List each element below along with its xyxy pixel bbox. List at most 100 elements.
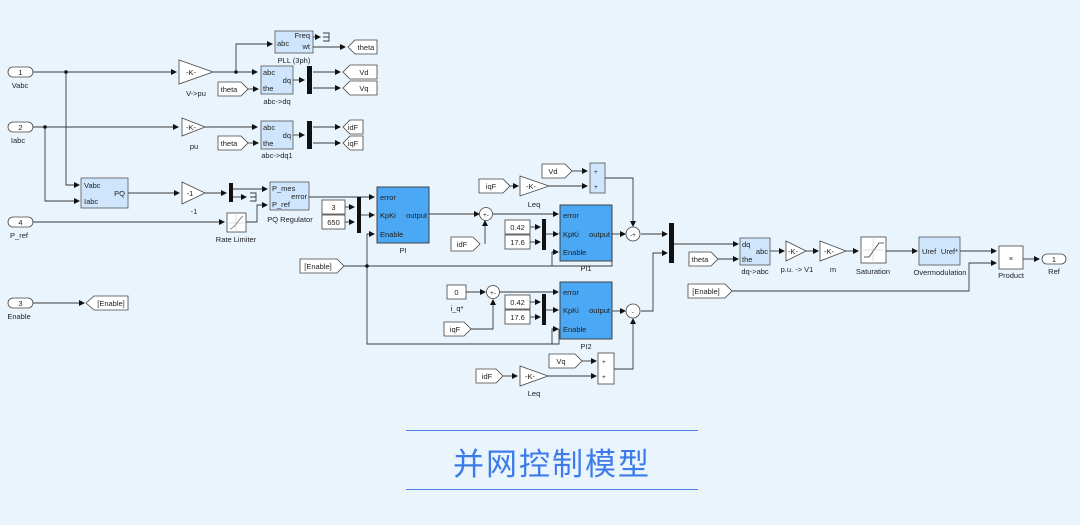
from-theta-2[interactable]: theta — [217, 135, 249, 151]
product-block[interactable]: × Product — [998, 245, 1025, 280]
abc-to-dq1-block[interactable]: abc the dq abc->dq1 — [260, 120, 294, 160]
inport-p-ref[interactable]: 4 P_ref — [7, 216, 34, 240]
constant-ki-pi2[interactable]: 17.6 — [504, 309, 531, 325]
svg-text:theta: theta — [692, 255, 710, 264]
from-vd[interactable]: Vd — [541, 163, 573, 179]
svg-text:-K-: -K- — [824, 247, 835, 256]
gain-pu-to-v1[interactable]: -K- p.u. -> V1 — [781, 240, 814, 274]
constant-iq-ref[interactable]: 0 i_q* — [446, 284, 467, 313]
svg-text:-K-: -K- — [525, 372, 536, 381]
saturation-block[interactable]: Saturation — [856, 236, 890, 276]
goto-vq[interactable]: Vq — [342, 80, 378, 96]
from-enable-2[interactable]: [Enable] — [687, 283, 733, 299]
mux-bars — [229, 66, 674, 325]
sum-iq-error[interactable]: +- — [486, 285, 500, 299]
pi2-block[interactable]: error KpKi Enable output PI2 — [559, 281, 613, 351]
from-vq[interactable]: Vq — [548, 353, 583, 369]
outport-ref[interactable]: 1 Ref — [1041, 253, 1067, 276]
from-iqf-1[interactable]: iqF — [478, 178, 511, 194]
svg-text:650: 650 — [327, 218, 340, 227]
rate-limiter-block[interactable]: Rate Limiter — [216, 212, 257, 244]
goto-enable[interactable]: [Enable] — [85, 295, 129, 311]
constant-ki-pi[interactable]: 650 — [321, 214, 346, 230]
from-theta-3[interactable]: theta — [688, 251, 719, 267]
svg-text:Uref: Uref — [922, 247, 937, 256]
svg-text:abc: abc — [263, 123, 275, 132]
pq-block[interactable]: Vabc Iabc PQ — [80, 177, 129, 209]
pi1-block[interactable]: error KpKi Enable output PI1 — [559, 204, 613, 273]
svg-text:×: × — [1009, 254, 1013, 263]
dq-to-abc-block[interactable]: dq the abc dq->abc — [739, 237, 771, 276]
svg-text:error: error — [291, 192, 307, 201]
svg-text:abc: abc — [277, 39, 289, 48]
block-label: abc->dq — [263, 97, 290, 106]
svg-text:theta: theta — [358, 43, 376, 52]
block-label: Saturation — [856, 267, 890, 276]
pll-block[interactable]: abc Freq wt PLL (3ph) — [274, 30, 314, 65]
demux-vdq — [307, 66, 312, 94]
svg-text:3: 3 — [331, 203, 335, 212]
svg-text:KpKi: KpKi — [563, 230, 579, 239]
svg-text:-K-: -K- — [186, 68, 197, 77]
pq-regulator-block[interactable]: P_mes P_ref error PQ Regulator — [267, 181, 313, 224]
gain-leq-top[interactable]: -K- Leq — [519, 175, 551, 209]
from-idf-1[interactable]: idF — [450, 236, 481, 252]
block-label: p.u. -> V1 — [781, 265, 814, 274]
svg-text:output: output — [589, 230, 611, 239]
svg-text:+: + — [602, 374, 606, 381]
gain-neg1[interactable]: -1 -1 — [181, 181, 206, 216]
overmodulation-block[interactable]: Uref Uref* Overmodulation — [914, 236, 967, 277]
goto-iqf[interactable]: iqF — [342, 135, 364, 151]
svg-text:Enable: Enable — [563, 248, 586, 257]
svg-text:theta: theta — [221, 139, 239, 148]
svg-text:[Enable]: [Enable] — [97, 299, 125, 308]
block-label: abc->dq1 — [261, 151, 292, 160]
sum-vd-ref[interactable]: -+ — [625, 226, 641, 242]
goto-vd[interactable]: Vd — [342, 64, 378, 80]
gain-m[interactable]: -K- m — [819, 240, 848, 274]
goto-theta[interactable]: theta — [347, 39, 378, 55]
from-iqf-2[interactable]: iqF — [443, 321, 472, 337]
constant-kp-pi2[interactable]: 0.42 — [504, 294, 531, 310]
goto-idf[interactable]: idF — [342, 119, 364, 135]
inport-vabc[interactable]: 1 Vabc — [7, 66, 34, 90]
sum-vq-ff[interactable]: + + — [597, 352, 615, 385]
svg-text:Iabc: Iabc — [84, 197, 98, 206]
svg-text:output: output — [589, 306, 611, 315]
block-label: PLL (3ph) — [278, 56, 311, 65]
svg-text:P_ref: P_ref — [272, 200, 291, 209]
from-enable-1[interactable]: [Enable] — [299, 258, 345, 274]
from-idf-2[interactable]: idF — [475, 368, 504, 384]
svg-text:wt: wt — [302, 42, 311, 51]
block-label: PI — [399, 246, 406, 255]
constant-kp-pi1[interactable]: 0.42 — [504, 219, 531, 235]
pi-block[interactable]: error KpKi Enable output PI — [376, 186, 430, 255]
svg-text:Enable: Enable — [563, 325, 586, 334]
gain-v-to-pu[interactable]: -K- V->pu — [178, 59, 215, 98]
svg-text:Enable: Enable — [380, 230, 403, 239]
svg-text:KpKi: KpKi — [380, 211, 396, 220]
abc-to-dq-block[interactable]: abc the dq abc->dq — [260, 65, 294, 106]
mux-pi — [357, 197, 361, 233]
port-label: Enable — [7, 312, 30, 321]
sum-vd-ff[interactable]: + + — [589, 162, 606, 194]
constant-kp-pi[interactable]: 3 — [321, 199, 346, 215]
sum-id-error[interactable]: +- — [479, 207, 493, 221]
constant-ki-pi1[interactable]: 17.6 — [504, 234, 531, 250]
svg-text:+-: +- — [490, 290, 496, 297]
svg-text:Uref*: Uref* — [941, 247, 958, 256]
from-theta-1[interactable]: theta — [217, 81, 249, 97]
inport-iabc[interactable]: 2 Iabc — [7, 121, 34, 145]
svg-text:17.6: 17.6 — [510, 238, 525, 247]
svg-text:-K-: -K- — [788, 247, 799, 256]
port-number: 1 — [1052, 255, 1056, 264]
sum-vq-ref[interactable]: - — [625, 303, 641, 319]
svg-text:-: - — [632, 309, 634, 316]
inport-enable[interactable]: 3 Enable — [7, 297, 34, 321]
gain-leq-bottom[interactable]: -K- Leq — [519, 365, 550, 398]
svg-text:dq: dq — [742, 240, 750, 249]
svg-text:-K-: -K- — [186, 123, 197, 132]
svg-text:error: error — [380, 193, 396, 202]
gain-pu[interactable]: -K- pu — [181, 117, 207, 151]
